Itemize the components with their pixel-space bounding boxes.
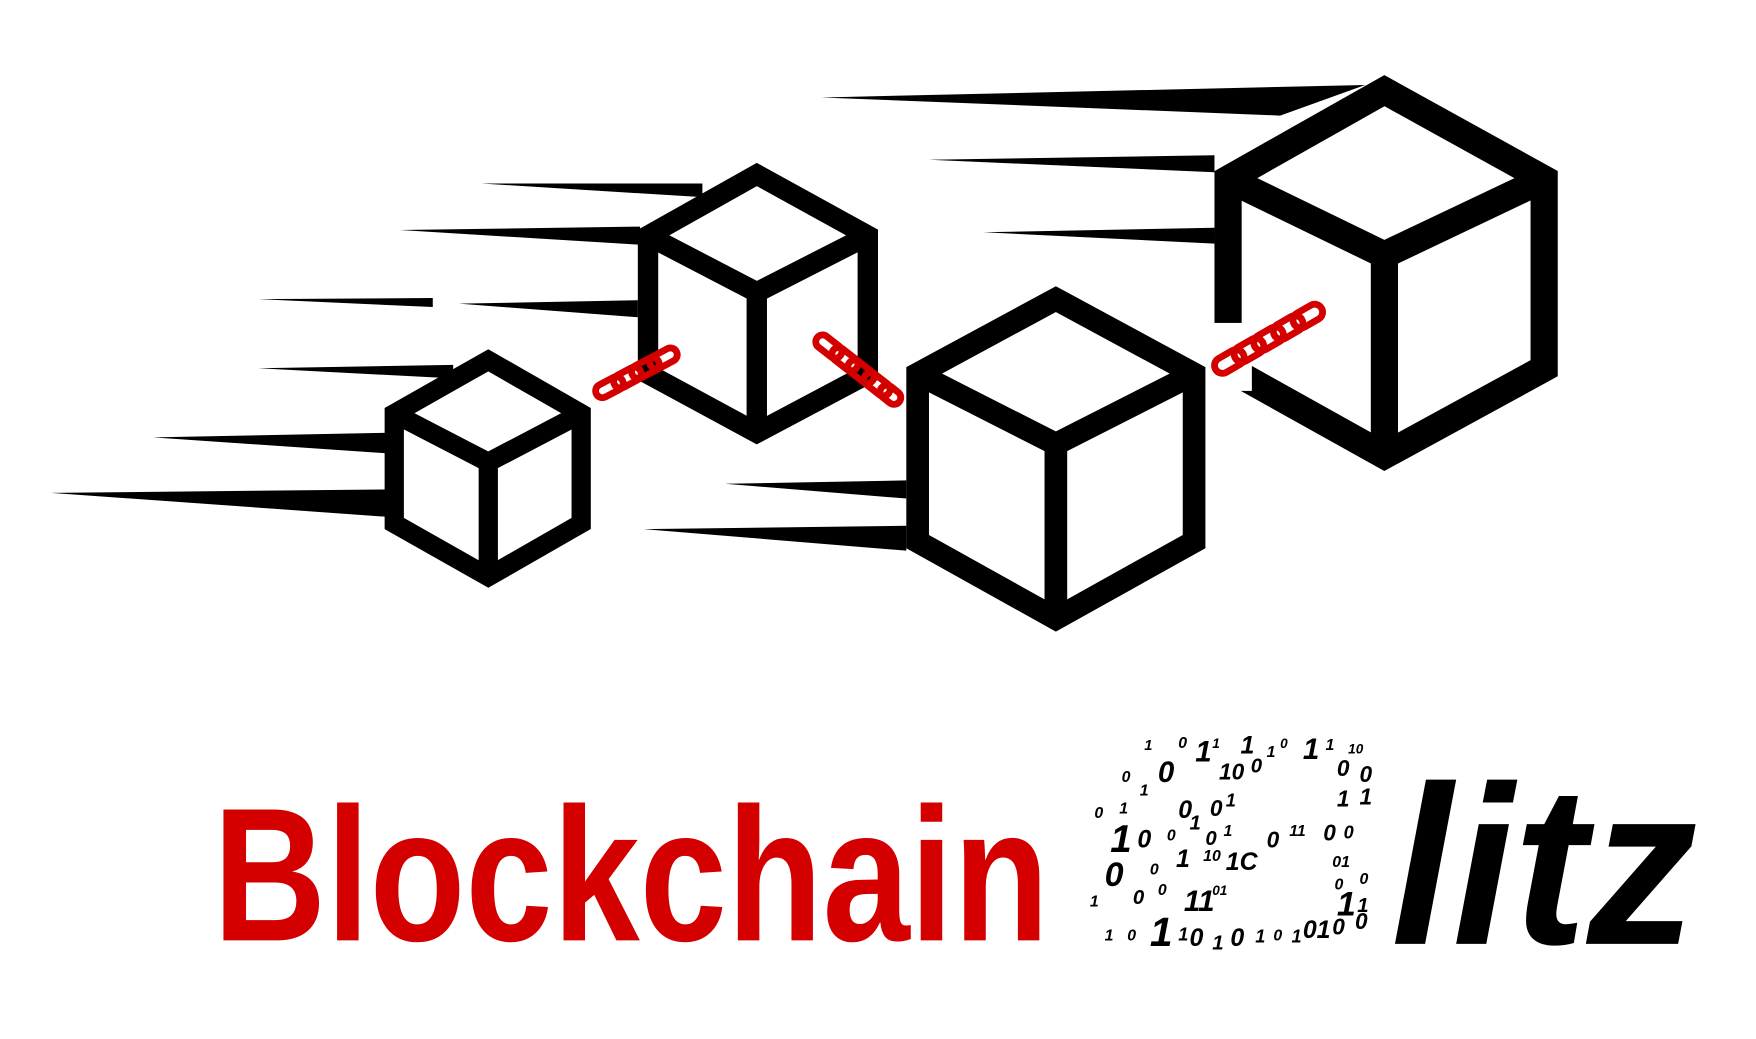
svg-text:10: 10 <box>1348 741 1364 756</box>
svg-text:0: 0 <box>1323 820 1336 846</box>
svg-text:0: 0 <box>1251 756 1263 778</box>
svg-text:0: 0 <box>1335 876 1344 893</box>
svg-text:0: 0 <box>1167 828 1176 845</box>
svg-text:11: 11 <box>1184 885 1215 918</box>
svg-text:1: 1 <box>1110 818 1131 861</box>
wordmark-blockchain: Blockchain <box>213 769 1049 981</box>
cube-icon <box>1214 75 1558 472</box>
cube-icon <box>637 162 878 445</box>
svg-text:1C: 1C <box>1226 848 1259 876</box>
svg-text:1: 1 <box>1150 909 1173 955</box>
svg-text:11: 11 <box>1289 823 1305 840</box>
svg-text:01: 01 <box>1212 883 1227 898</box>
svg-text:01: 01 <box>1303 916 1331 944</box>
svg-text:0: 0 <box>1178 796 1192 824</box>
svg-text:1: 1 <box>1176 845 1190 873</box>
svg-text:0: 0 <box>1267 827 1280 853</box>
svg-text:0: 0 <box>1210 795 1223 821</box>
svg-text:0: 0 <box>1359 871 1368 888</box>
svg-text:1: 1 <box>1241 731 1255 759</box>
svg-text:0: 0 <box>1280 736 1288 751</box>
svg-text:1: 1 <box>1226 791 1236 811</box>
svg-text:01: 01 <box>1332 854 1350 871</box>
svg-text:0: 0 <box>1355 908 1368 934</box>
binary-digits-b-icon: 0 1 0 0 1 1 1 10 0 1 0 1 1 10 0 0 0 1 1 … <box>1090 731 1373 955</box>
chain-link-icon <box>592 300 1326 408</box>
svg-text:1: 1 <box>1140 782 1149 799</box>
svg-text:1: 1 <box>1357 895 1368 917</box>
svg-text:0: 0 <box>1273 927 1282 944</box>
svg-text:1: 1 <box>1303 733 1319 766</box>
svg-text:10: 10 <box>1203 848 1221 865</box>
svg-text:0: 0 <box>1337 755 1350 781</box>
speed-lines-icon <box>50 84 1366 551</box>
svg-text:1: 1 <box>1190 812 1201 834</box>
svg-text:0: 0 <box>1332 914 1345 940</box>
svg-text:1: 1 <box>1359 783 1372 809</box>
svg-text:0: 0 <box>1230 924 1244 952</box>
svg-text:1: 1 <box>1224 823 1233 840</box>
svg-text:0: 0 <box>1190 924 1204 952</box>
svg-text:0: 0 <box>1133 887 1145 909</box>
svg-text:1: 1 <box>1212 736 1220 751</box>
cube-icon <box>906 286 1206 632</box>
svg-text:1: 1 <box>1090 893 1099 910</box>
svg-text:0: 0 <box>1178 735 1187 752</box>
svg-text:1: 1 <box>1337 786 1350 812</box>
svg-text:0: 0 <box>1359 761 1372 787</box>
svg-text:1: 1 <box>1178 924 1188 944</box>
svg-text:1: 1 <box>1119 801 1128 818</box>
svg-text:0: 0 <box>1094 805 1103 822</box>
svg-text:1: 1 <box>1325 737 1334 754</box>
svg-text:1: 1 <box>1255 927 1265 947</box>
svg-text:0: 0 <box>1158 756 1175 789</box>
svg-text:0: 0 <box>1150 862 1159 879</box>
wordmark-litz: litz <box>1391 740 1697 993</box>
svg-text:0: 0 <box>1137 826 1151 854</box>
svg-text:1: 1 <box>1195 735 1211 768</box>
svg-text:0: 0 <box>1122 769 1131 786</box>
svg-text:1: 1 <box>1267 744 1276 761</box>
svg-text:1: 1 <box>1105 927 1114 944</box>
svg-text:0: 0 <box>1205 828 1217 850</box>
svg-text:10: 10 <box>1219 759 1245 785</box>
svg-text:1: 1 <box>1292 927 1302 947</box>
svg-text:1: 1 <box>1212 932 1223 954</box>
svg-text:1: 1 <box>1337 885 1356 923</box>
svg-text:0: 0 <box>1158 882 1167 899</box>
svg-text:0: 0 <box>1105 856 1124 894</box>
svg-text:0: 0 <box>1127 927 1136 944</box>
svg-text:1: 1 <box>1144 738 1152 754</box>
svg-text:0: 0 <box>1344 822 1354 842</box>
cube-icon <box>384 349 591 588</box>
